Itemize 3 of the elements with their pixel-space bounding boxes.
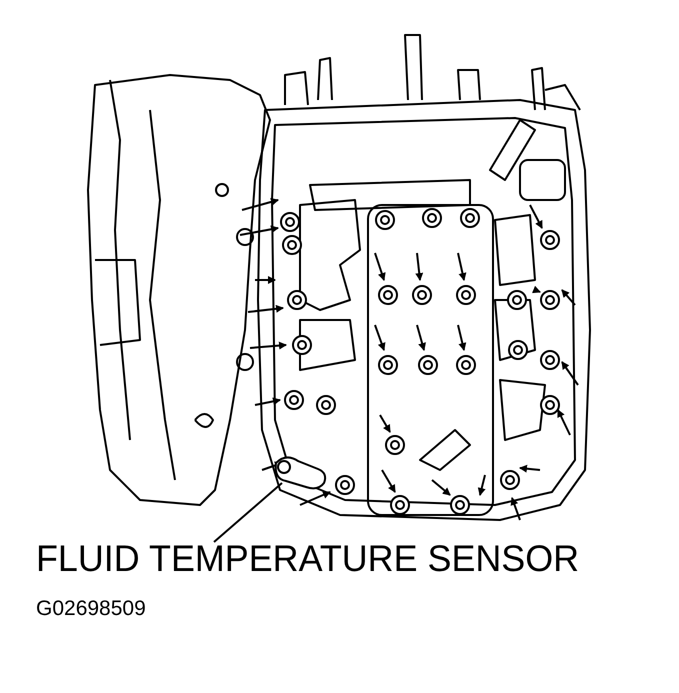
figure-code: G02698509 (36, 598, 146, 619)
part-name: FLUID TEMPERATURE SENSOR (36, 540, 580, 577)
leader-line (213, 482, 283, 543)
